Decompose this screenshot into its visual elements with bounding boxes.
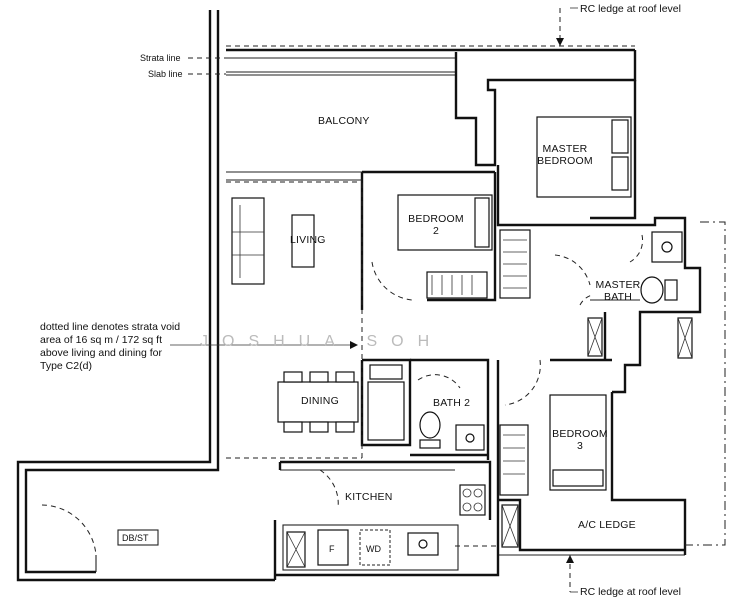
bath-2-label: BATH 2 xyxy=(433,397,470,409)
master-bed xyxy=(536,116,632,198)
exterior-walls xyxy=(16,10,702,582)
bed-2 xyxy=(397,194,493,251)
master-bath-label-2: BATH xyxy=(604,291,632,303)
wardrobes xyxy=(426,229,531,496)
bedroom-2-label-1: BEDROOM xyxy=(408,213,464,225)
strata-lines xyxy=(188,8,726,592)
interior-walls xyxy=(117,165,640,571)
master-bedroom-label-2: BEDROOM xyxy=(537,155,593,167)
balcony-label: BALCONY xyxy=(318,115,370,127)
kitchen-fixtures xyxy=(286,484,519,568)
rc-ledge-top-note: RC ledge at roof level xyxy=(580,3,681,15)
door-swings xyxy=(41,234,644,572)
annotations: RC ledge at roof level RC ledge at roof … xyxy=(40,3,681,598)
dining-label: DINING xyxy=(301,395,339,407)
bed-3 xyxy=(549,394,607,491)
washer-dryer-label: WD xyxy=(366,544,381,554)
sofa xyxy=(231,197,265,285)
master-bath-fixtures xyxy=(587,231,693,359)
fridge-label: F xyxy=(329,544,335,554)
strata-void-note-3: above living and dining for xyxy=(40,347,163,359)
slab-line-note: Slab line xyxy=(148,69,183,79)
db-st-label: DB/ST xyxy=(122,533,149,543)
strata-void-note-1: dotted line denotes strata void xyxy=(40,321,180,333)
watermark: JOSHUA SOH xyxy=(200,333,443,350)
leader-arrows xyxy=(170,7,578,593)
rc-ledge-bottom-note: RC ledge at roof level xyxy=(580,586,681,598)
bedroom-2-label-2: 2 xyxy=(433,225,439,237)
strata-line-note: Strata line xyxy=(140,53,181,63)
strata-void-note-2: area of 16 sq m / 172 sq ft xyxy=(40,334,162,346)
master-bedroom-label-1: MASTER xyxy=(543,143,588,155)
master-bath-label-1: MASTER xyxy=(596,279,641,291)
living-label: LIVING xyxy=(290,234,326,246)
coffee-table xyxy=(291,214,315,268)
ac-ledge-label: A/C LEDGE xyxy=(578,519,636,531)
bedroom-3-label-1: BEDROOM xyxy=(552,428,608,440)
kitchen-label: KITCHEN xyxy=(345,491,393,503)
bath2-fixtures xyxy=(367,364,485,451)
strata-void-note-4: Type C2(d) xyxy=(40,360,92,372)
dining-table xyxy=(277,371,359,433)
room-labels: BALCONY MASTER BEDROOM BEDROOM 2 LIVING … xyxy=(122,115,641,554)
bedroom-3-label-2: 3 xyxy=(577,440,583,452)
